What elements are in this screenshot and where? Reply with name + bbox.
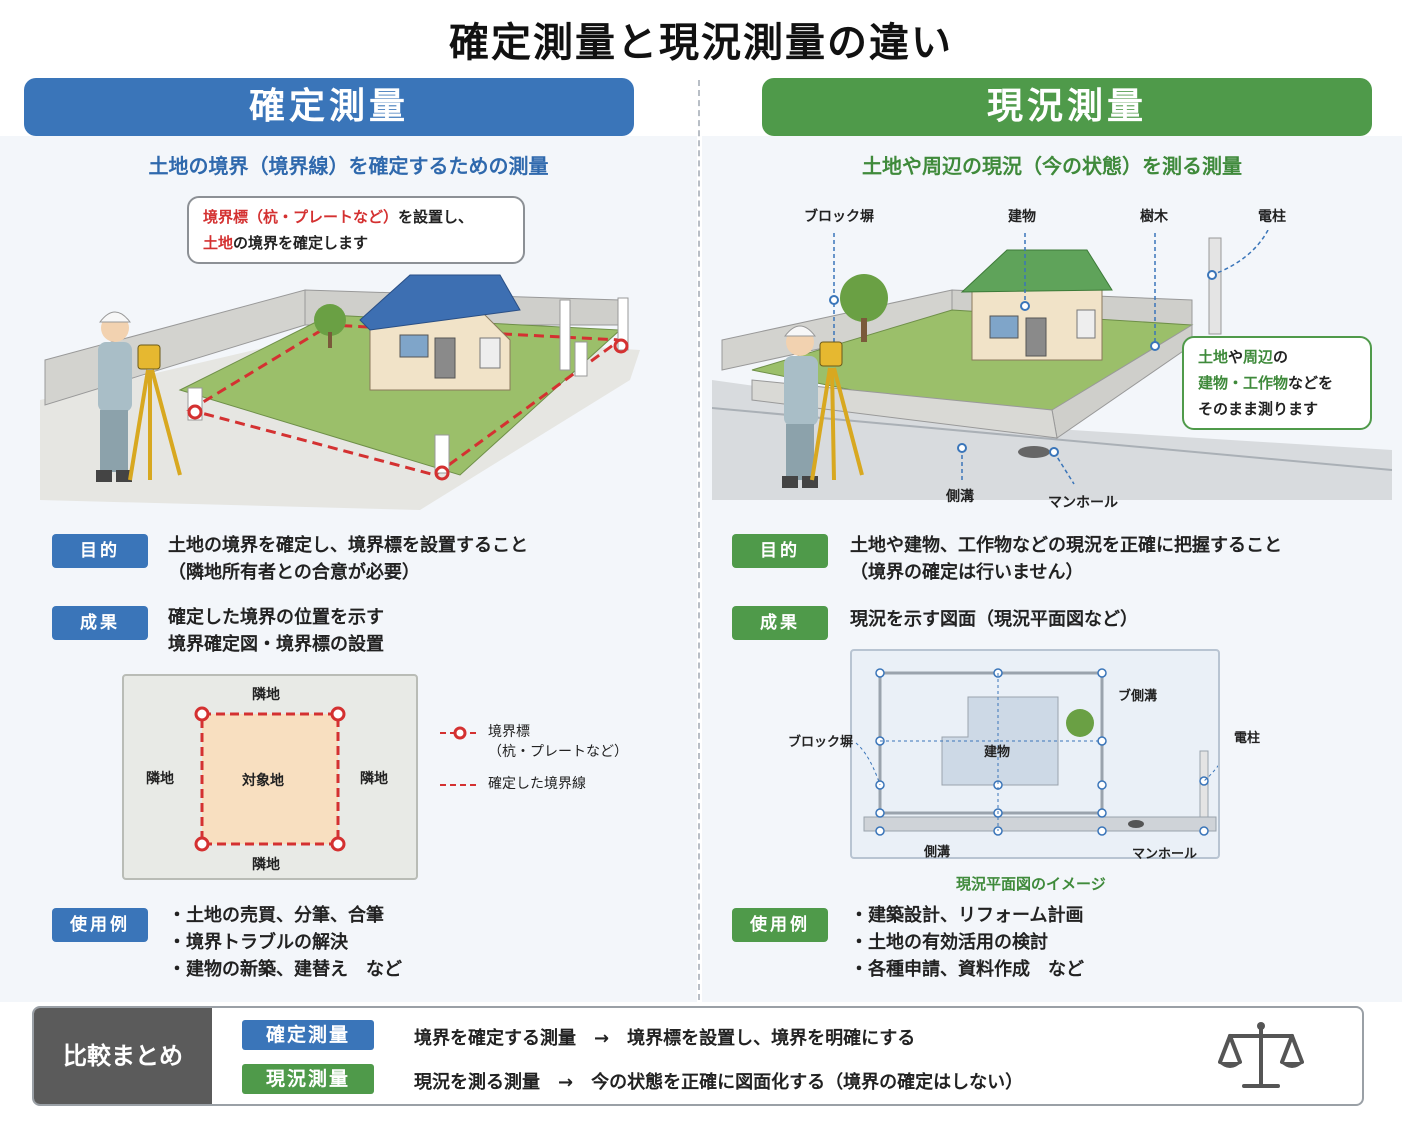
- callout-buildings: 建物・工作物: [1198, 374, 1289, 392]
- legend-line-label: 確定した境界線: [488, 776, 586, 792]
- left-purpose-badge: 目的: [52, 534, 148, 568]
- right-subtitle: 土地や周辺の現況（今の状態）を測る測量: [862, 154, 1242, 178]
- scene-label-building: 建物: [1008, 209, 1036, 225]
- legend-marker-label: 境界標 （杭・プレートなど）: [488, 722, 628, 762]
- map-neighbor-top: 隣地: [252, 687, 280, 703]
- right-callout: 土地や周辺の 建物・工作物などを そのまま測ります: [1182, 336, 1372, 430]
- right-purpose-text: 土地や建物、工作物などの現況を正確に把握すること （境界の確定は行いません）: [850, 532, 1282, 586]
- summary-heading: 比較まとめ: [34, 1008, 212, 1104]
- list-item: ・土地の売買、分筆、合筆: [168, 905, 384, 926]
- left-result-text: 確定した境界の位置を示す 境界確定図・境界標の設置: [168, 604, 384, 658]
- left-purpose-line2: （隣地所有者との合意が必要）: [168, 562, 420, 583]
- list-item: ・各種申請、資料作成 など: [850, 959, 1084, 980]
- plan-label-building: 建物: [984, 745, 1011, 760]
- legend-marker-icon: [440, 726, 480, 740]
- callout-no: の: [1273, 348, 1289, 366]
- list-item: ・境界トラブルの解決: [168, 932, 348, 953]
- page-title: 確定測量と現況測量の違い: [449, 20, 953, 66]
- right-result-badge: 成果: [732, 606, 828, 640]
- left-header: 確定測量: [24, 78, 634, 136]
- plan-label-gutter: 側溝: [924, 845, 951, 860]
- summary-text-boundary: 境界を確定する測量 → 境界標を設置し、境界を明確にする: [414, 1028, 916, 1049]
- scene-label-block-wall: ブロック塀: [804, 209, 874, 225]
- column-divider: [698, 80, 700, 1000]
- right-result-text: 現況を示す図面（現況平面図など）: [850, 609, 1138, 630]
- left-purpose-line1: 土地の境界を確定し、境界標を設置すること: [168, 535, 528, 556]
- map-neighbor-bottom: 隣地: [252, 857, 280, 873]
- plan-label-block-wall: ブロック塀: [788, 735, 854, 750]
- callout-surroundings: 周辺: [1243, 348, 1274, 366]
- boundary-map: 隣地 隣地 隣地 隣地 対象地: [122, 674, 418, 880]
- callout-land: 土地: [1198, 348, 1229, 366]
- map-neighbor-left: 隣地: [146, 771, 174, 787]
- scene-label-manhole: マンホール: [1048, 495, 1118, 511]
- plan-label-gutter-top: ブ側溝: [1118, 689, 1158, 704]
- left-purpose-text: 土地の境界を確定し、境界標を設置すること （隣地所有者との合意が必要）: [168, 532, 528, 586]
- scene-label-tree: 樹木: [1140, 209, 1168, 225]
- left-examples-badge: 使用例: [52, 908, 148, 942]
- left-result-line1: 確定した境界の位置を示す: [168, 607, 384, 628]
- legend-marker-line2: （杭・プレートなど）: [488, 744, 628, 760]
- left-result-badge: 成果: [52, 606, 148, 640]
- scale-icon: [1218, 1022, 1304, 1088]
- current-plan-map: ブ側溝 建物 側溝 マンホール: [850, 649, 1220, 862]
- plan-label-pole: 電柱: [1234, 731, 1261, 746]
- right-purpose-line1: 土地や建物、工作物などの現況を正確に把握すること: [850, 535, 1282, 556]
- map-target-land: 対象地: [242, 773, 284, 789]
- map-neighbor-right: 隣地: [360, 771, 388, 787]
- left-subtitle: 土地の境界（境界線）を確定するための測量: [148, 154, 549, 178]
- summary-badge-boundary: 確定測量: [242, 1020, 374, 1050]
- scene-label-gutter: 側溝: [946, 489, 974, 505]
- callout-marker-text: 境界標（杭・プレートなど）: [203, 208, 399, 226]
- plan-label-manhole: マンホール: [1132, 847, 1198, 862]
- left-result-line2: 境界確定図・境界標の設置: [168, 634, 384, 655]
- left-callout: 境界標（杭・プレートなど）を設置し、 土地の境界を確定します: [187, 196, 525, 264]
- plan-caption: 現況平面図のイメージ: [956, 875, 1106, 893]
- right-examples-list: ・建築設計、リフォーム計画 ・土地の有効活用の検討 ・各種申請、資料作成 など: [850, 902, 1084, 983]
- right-purpose-line2: （境界の確定は行いません）: [850, 562, 1084, 583]
- callout-text-2: の境界を確定します: [233, 234, 369, 252]
- callout-land-text: 土地: [203, 234, 234, 252]
- summary-text-current: 現況を測る測量 → 今の状態を正確に図面化する（境界の確定はしない）: [414, 1072, 1024, 1093]
- right-header: 現況測量: [762, 78, 1372, 136]
- callout-text-1: を設置し、: [398, 208, 474, 226]
- right-purpose-badge: 目的: [732, 534, 828, 568]
- scene-label-pole: 電柱: [1258, 209, 1286, 225]
- left-examples-list: ・土地の売買、分筆、合筆 ・境界トラブルの解決 ・建物の新築、建替え など: [168, 902, 402, 983]
- legend-marker-line1: 境界標: [488, 724, 530, 740]
- list-item: ・土地の有効活用の検討: [850, 932, 1048, 953]
- summary-badge-current: 現況測量: [242, 1064, 374, 1094]
- list-item: ・建物の新築、建替え など: [168, 959, 402, 980]
- legend-line-icon: [440, 784, 480, 786]
- boundary-survey-illustration: [40, 274, 640, 510]
- current-survey-illustration: [712, 230, 1392, 500]
- right-examples-badge: 使用例: [732, 908, 828, 942]
- callout-ya: や: [1228, 348, 1244, 366]
- list-item: ・建築設計、リフォーム計画: [850, 905, 1084, 926]
- comparison-summary: 比較まとめ 確定測量 境界を確定する測量 → 境界標を設置し、境界を明確にする …: [32, 1006, 1364, 1106]
- callout-nado: などを: [1288, 374, 1334, 392]
- callout-measure: そのまま測ります: [1198, 400, 1319, 418]
